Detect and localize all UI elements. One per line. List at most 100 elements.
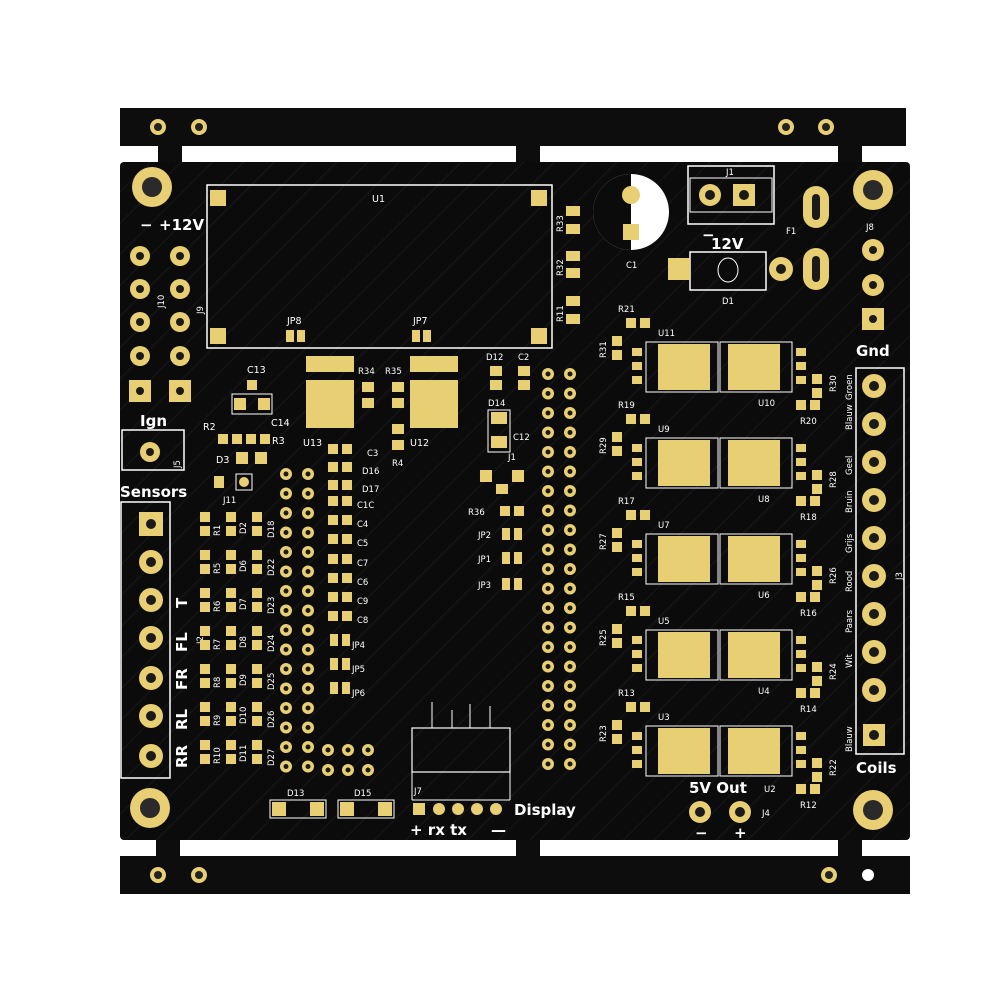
r4-label: R4 — [392, 459, 403, 469]
cap-pad — [328, 515, 338, 525]
input-filter-cluster: C13 C14 R2 R3 D3 J11 — [203, 365, 290, 506]
cap-pad — [342, 611, 352, 621]
socket-pad-hole — [283, 588, 289, 594]
ground-connector-j8: J8 Gnd — [856, 223, 890, 360]
mosfet-pad — [728, 728, 780, 774]
right-resistor-label: R22 — [829, 759, 839, 776]
j4-label: J4 — [761, 809, 770, 819]
header-pad-hole — [567, 488, 573, 494]
mosfet-gate-pad — [632, 554, 642, 562]
mounting-holes — [130, 167, 893, 830]
mosfet-left-label: U9 — [658, 425, 670, 435]
cap-pad — [342, 573, 352, 583]
sensor-row-pad — [200, 740, 210, 750]
rail-holes — [150, 119, 874, 883]
sensor-row-pad — [252, 588, 262, 598]
socket-pad-hole — [305, 530, 311, 535]
mosfet-outline — [719, 341, 793, 393]
coils-connector-j3: BlauwGroenGeelBruinGrijsRoodPaarsWitBlau… — [845, 367, 905, 777]
sensor-row-pad — [226, 588, 236, 598]
d16-label: D16 — [362, 467, 379, 477]
mosfet-gate-pad — [632, 444, 642, 452]
bottom-resistor-label: R16 — [800, 609, 817, 619]
jp8-jp7: JP8 JP7 — [286, 316, 431, 342]
j8-label: J8 — [865, 223, 874, 233]
coils-label: Coils — [856, 759, 897, 777]
header-pad-hole — [567, 547, 573, 552]
cap-pad — [342, 554, 352, 564]
mosfet-pad — [728, 440, 780, 486]
sensor-diode-label: D7 — [239, 598, 249, 610]
sensor-tvs-label: D22 — [267, 559, 277, 576]
gate-resistor-label: R27 — [599, 533, 609, 550]
jumper-pad — [330, 658, 338, 670]
resistor-pad — [612, 446, 622, 456]
mosfet-pad — [658, 632, 710, 678]
cap-pad — [342, 515, 352, 525]
j9-label: J9 — [196, 306, 206, 315]
cap-pad — [342, 496, 352, 506]
sensor-row-pad — [226, 716, 236, 726]
resistor-pad — [612, 542, 622, 552]
sensor-rr-label: RR — [173, 744, 191, 768]
v5out-label: 5V Out — [689, 779, 747, 797]
mosfet-gate-pad — [796, 636, 806, 644]
sensor-diode-label: D9 — [239, 674, 249, 686]
sensor-resistor-label: R8 — [213, 677, 223, 688]
j1-terminal-label: J1 — [725, 168, 734, 178]
sensor-row-pad — [252, 702, 262, 712]
jumper-pad — [342, 634, 350, 646]
right-resistor-label: R30 — [829, 375, 839, 392]
socket-pad-hole — [305, 569, 311, 574]
cap-pad — [342, 444, 352, 454]
mosfet-gate-pad — [796, 664, 806, 672]
cap-pad — [328, 573, 338, 583]
socket-pad-hole — [283, 627, 289, 633]
sensor-diode-label: D8 — [239, 636, 249, 648]
power-header-j10-j9: − +12V J10 J9 — [129, 216, 206, 402]
resistor-pad — [612, 336, 622, 346]
resistor-pad — [612, 624, 622, 634]
dip-socket-left — [280, 468, 374, 776]
header-pad-hole — [545, 703, 551, 708]
mosfet-gate-pad — [796, 376, 806, 384]
sensor-row-pad — [200, 664, 210, 674]
j1-label: J1 — [507, 453, 516, 463]
mouse-bites — [156, 146, 862, 856]
header-pad-hole — [567, 508, 573, 513]
socket-pad-hole — [305, 627, 311, 633]
r35-label: R35 — [385, 367, 402, 377]
jumper-pad — [330, 634, 338, 646]
socket-pad-hole — [283, 608, 289, 613]
sensor-row-pad — [252, 678, 262, 688]
mosfet-pad — [658, 440, 710, 486]
sensor-diode-label: D10 — [239, 707, 249, 724]
header-pad-hole — [545, 586, 551, 591]
header-pad-hole — [545, 664, 551, 669]
capacitor-c1: C1 — [593, 174, 669, 271]
mosfet-right-label: U4 — [758, 687, 770, 697]
mosfet-left-label: U5 — [658, 617, 670, 627]
gnd-label: Gnd — [856, 342, 890, 360]
mosfet-gate-pad — [632, 540, 642, 548]
resistor-pad — [796, 688, 806, 698]
cap-pad — [328, 611, 338, 621]
mosfet-left-label: U11 — [658, 329, 675, 339]
c13-label: C13 — [247, 365, 266, 376]
header-pad-hole — [545, 469, 551, 474]
resistor-pad — [626, 414, 636, 424]
sensor-fl-label: FL — [173, 632, 191, 652]
d15-label: D15 — [354, 789, 371, 799]
display-connector-j7: J7 Display + rx tx — — [410, 702, 576, 839]
dash-label: — — [491, 821, 506, 839]
sensor-row-pad — [252, 626, 262, 636]
resistor-pad — [612, 432, 622, 442]
coil-wire-color: Groen — [845, 374, 855, 400]
sensor-tvs-label: D24 — [267, 635, 277, 652]
terminal-j1-12v: J1 12V − D1 — [668, 165, 793, 307]
five-volt-out-j4: 5V Out − +12V + J4 — [689, 779, 770, 842]
main-board — [120, 162, 910, 840]
resistor-pad — [640, 606, 650, 616]
socket-pad-hole — [345, 767, 351, 773]
cap-pad — [342, 534, 352, 544]
